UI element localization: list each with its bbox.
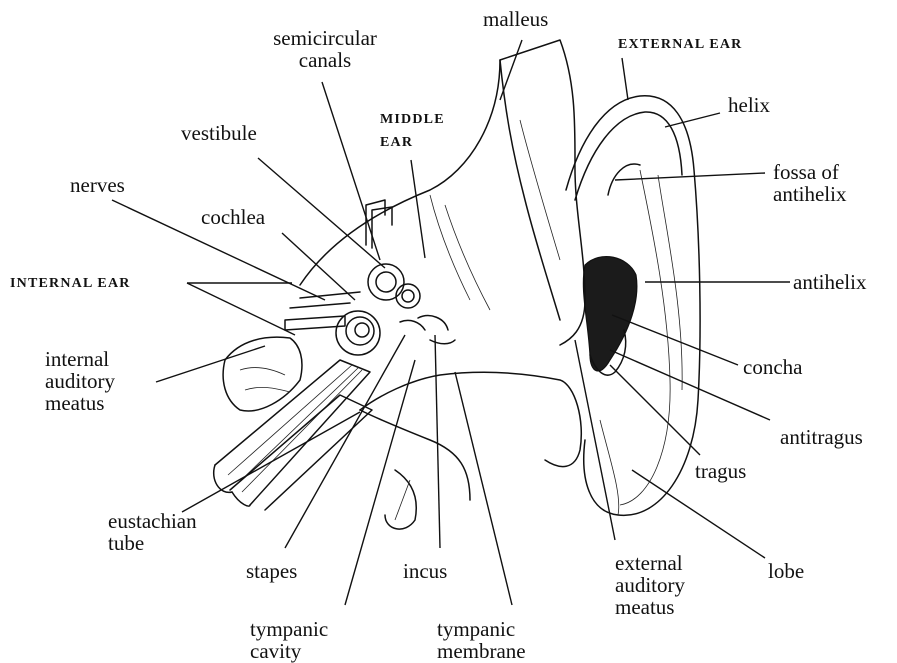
label-fossa-of-antihelix: fossa of antihelix: [773, 161, 846, 205]
label-concha: concha: [743, 356, 802, 378]
label-incus: incus: [403, 560, 447, 582]
label-antitragus: antitragus: [780, 426, 863, 448]
label-nerves-line-1: nerves: [70, 174, 125, 196]
label-tympanic-cavity-line-1: tympanic: [250, 618, 328, 640]
label-eustachian-tube: eustachian tube: [108, 510, 197, 554]
label-semicircular-canals-line-1: semicircular: [252, 27, 398, 49]
label-tympanic-membrane: tympanic membrane: [437, 618, 526, 662]
label-internal-ear-line-1: INTERNAL EAR: [10, 272, 131, 295]
label-antihelix: antihelix: [793, 271, 866, 293]
label-external-auditory-meatus-line-3: meatus: [615, 596, 685, 618]
label-internal-auditory-meatus-line-2: auditory: [45, 370, 115, 392]
label-antihelix-line-1: antihelix: [793, 271, 866, 293]
label-tympanic-cavity-line-2: cavity: [250, 640, 328, 662]
label-incus-line-1: incus: [403, 560, 447, 582]
label-external-ear: EXTERNAL EAR: [618, 33, 742, 56]
label-tragus-line-1: tragus: [695, 460, 746, 482]
label-malleus: malleus: [483, 8, 548, 30]
inner-ear-drawing: [285, 200, 455, 355]
label-vestibule-line-1: vestibule: [181, 122, 257, 144]
label-external-auditory-meatus-line-1: external: [615, 552, 685, 574]
label-semicircular-canals-line-2: canals: [252, 49, 398, 71]
label-lobe: lobe: [768, 560, 804, 582]
label-tympanic-membrane-line-1: tympanic: [437, 618, 526, 640]
label-stapes-line-1: stapes: [246, 560, 297, 582]
label-malleus-line-1: malleus: [483, 8, 548, 30]
label-stapes: stapes: [246, 560, 297, 582]
label-helix-line-1: helix: [728, 94, 770, 116]
label-middle-ear-line-1: MIDDLE: [380, 108, 445, 131]
label-lobe-line-1: lobe: [768, 560, 804, 582]
label-internal-auditory-meatus-line-3: meatus: [45, 392, 115, 414]
label-nerves: nerves: [70, 174, 125, 196]
label-cochlea-line-1: cochlea: [201, 206, 265, 228]
label-fossa-of-antihelix-line-1: fossa of: [773, 161, 846, 183]
label-internal-ear: INTERNAL EAR: [10, 272, 131, 295]
label-external-ear-line-1: EXTERNAL EAR: [618, 33, 742, 56]
label-vestibule: vestibule: [181, 122, 257, 144]
label-external-auditory-meatus-line-2: auditory: [615, 574, 685, 596]
label-middle-ear: MIDDLE EAR: [380, 108, 445, 154]
label-middle-ear-line-2: EAR: [380, 131, 445, 154]
label-eustachian-tube-line-2: tube: [108, 532, 197, 554]
label-eustachian-tube-line-1: eustachian: [108, 510, 197, 532]
auricle-drawing: [566, 96, 700, 516]
label-internal-auditory-meatus-line-1: internal: [45, 348, 115, 370]
label-external-auditory-meatus: external auditory meatus: [615, 552, 685, 618]
label-cochlea: cochlea: [201, 206, 265, 228]
label-helix: helix: [728, 94, 770, 116]
label-fossa-of-antihelix-line-2: antihelix: [773, 183, 846, 205]
label-concha-line-1: concha: [743, 356, 802, 378]
label-internal-auditory-meatus: internal auditory meatus: [45, 348, 115, 414]
label-antitragus-line-1: antitragus: [780, 426, 863, 448]
label-tympanic-cavity: tympanic cavity: [250, 618, 328, 662]
label-tympanic-membrane-line-2: membrane: [437, 640, 526, 662]
label-tragus: tragus: [695, 460, 746, 482]
label-semicircular-canals: semicircular canals: [252, 27, 398, 71]
